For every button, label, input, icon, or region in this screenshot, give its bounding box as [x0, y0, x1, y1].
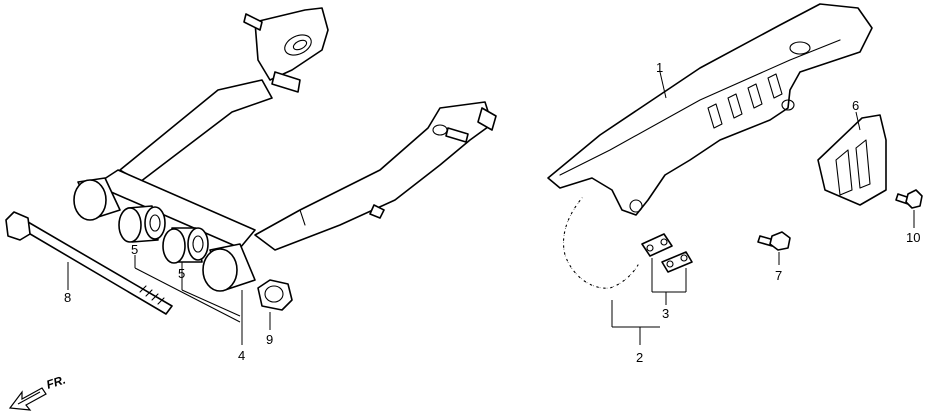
front-direction-indicator: FR. [8, 373, 68, 411]
callout-5-left: 5 [131, 242, 138, 257]
direction-arrow-icon [8, 387, 47, 411]
callout-5-right: 5 [178, 266, 185, 281]
pivot-bolt [5, 211, 173, 315]
leader-lines [67, 71, 915, 345]
case-bolt [757, 231, 791, 251]
bearing-right [162, 227, 209, 264]
chain-case [547, 3, 873, 216]
master-link [641, 233, 693, 273]
callout-6: 6 [852, 98, 859, 113]
callout-7: 7 [775, 268, 782, 283]
callout-labels: 1 2 3 4 5 5 6 7 8 9 10 [64, 60, 920, 365]
callout-10: 10 [906, 230, 920, 245]
bearing-left [118, 205, 166, 243]
pivot-nut [257, 279, 293, 311]
callout-4: 4 [238, 348, 245, 363]
chain-guide [817, 114, 887, 206]
pivot-tube-left [73, 177, 121, 221]
guide-bolt [895, 189, 923, 209]
callout-1: 1 [656, 60, 663, 75]
drive-chain [562, 197, 640, 290]
callout-9: 9 [266, 332, 273, 347]
pivot-tube-right [202, 243, 256, 292]
callout-3: 3 [662, 306, 669, 321]
direction-label: FR. [45, 373, 68, 392]
callout-8: 8 [64, 290, 71, 305]
callout-2: 2 [636, 350, 643, 365]
swingarm [73, 7, 497, 292]
